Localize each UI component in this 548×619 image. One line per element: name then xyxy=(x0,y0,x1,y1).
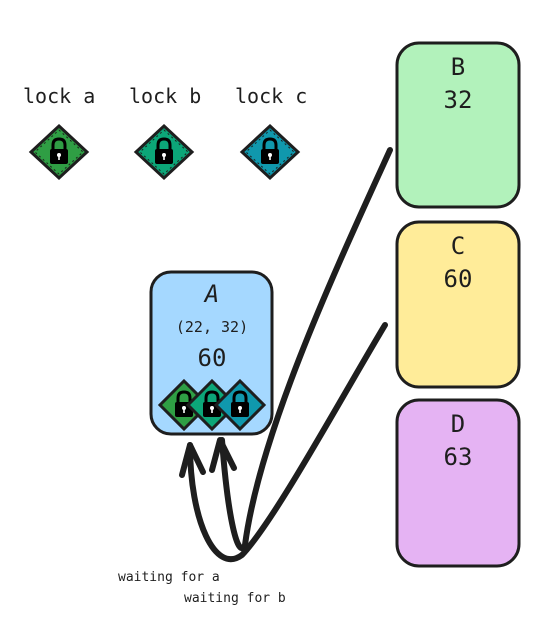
node-d: D 63 xyxy=(395,398,521,568)
node-a-tuple: (22, 32) xyxy=(176,318,248,336)
lock-a-icon xyxy=(28,123,90,181)
lock-b-icon xyxy=(133,123,195,181)
lock-c-icon xyxy=(239,123,301,181)
node-c: C 60 xyxy=(395,220,521,389)
node-a-held-lock-c-icon xyxy=(213,378,267,432)
waiting-for-b-label: waiting for b xyxy=(184,591,286,606)
waiting-for-a-label: waiting for a xyxy=(118,570,220,585)
node-c-value: 60 xyxy=(444,265,473,293)
arrow-b-to-a-head xyxy=(209,437,237,473)
node-b: B 32 xyxy=(395,41,521,209)
node-a-value: 60 xyxy=(198,344,227,372)
arrow-c-to-a-head xyxy=(179,442,206,478)
node-b-title: B xyxy=(451,53,465,81)
arrow-b-to-a xyxy=(219,147,393,551)
arrow-c-to-a xyxy=(187,322,388,563)
node-a-title: A xyxy=(203,280,219,308)
node-a: A (22, 32) 60 xyxy=(149,270,274,436)
node-b-value: 32 xyxy=(444,86,473,114)
node-d-title: D xyxy=(451,410,465,438)
lock-a-label: lock a xyxy=(23,84,95,108)
node-c-title: C xyxy=(451,232,465,260)
node-d-value: 63 xyxy=(444,443,473,471)
lock-b-label: lock b xyxy=(129,84,201,108)
lock-c-label: lock c xyxy=(235,84,307,108)
